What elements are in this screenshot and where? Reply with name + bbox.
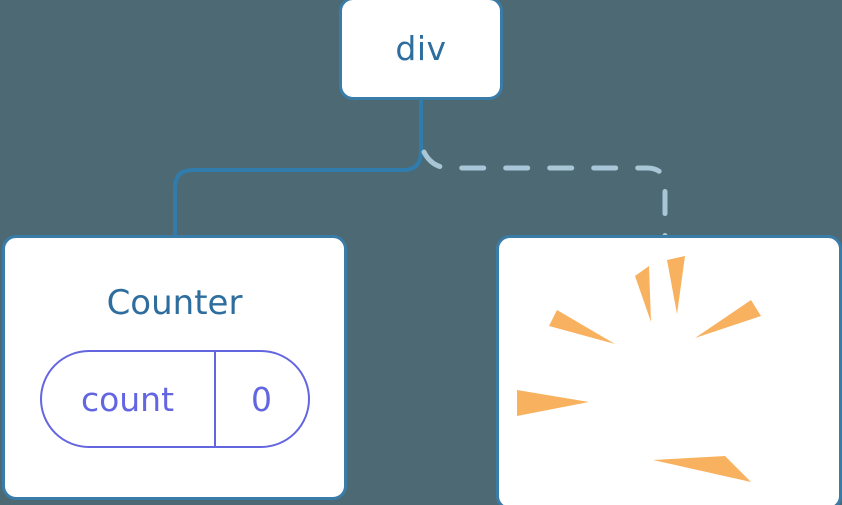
state-value-label: 0 xyxy=(213,352,308,446)
node-div-label: div xyxy=(395,29,447,68)
ray-nnw xyxy=(549,310,615,344)
state-key-label: count xyxy=(80,379,175,419)
node-div[interactable]: div xyxy=(339,0,503,100)
edge-div-to-counter xyxy=(173,98,423,240)
ray-e xyxy=(653,456,751,482)
state-pill-count[interactable]: count 0 xyxy=(39,350,310,448)
ray-w xyxy=(517,390,589,416)
node-counter-label: Counter xyxy=(106,283,243,323)
ray-nee xyxy=(695,300,761,338)
sparkle-burst-svg xyxy=(517,256,761,482)
ray-nne xyxy=(635,266,651,322)
ray-n xyxy=(667,256,685,314)
node-burst[interactable] xyxy=(496,235,842,505)
edge-div-to-burst xyxy=(421,149,668,241)
node-counter[interactable]: Counter count 0 xyxy=(2,235,347,500)
sparkle-burst-icon xyxy=(499,238,839,505)
